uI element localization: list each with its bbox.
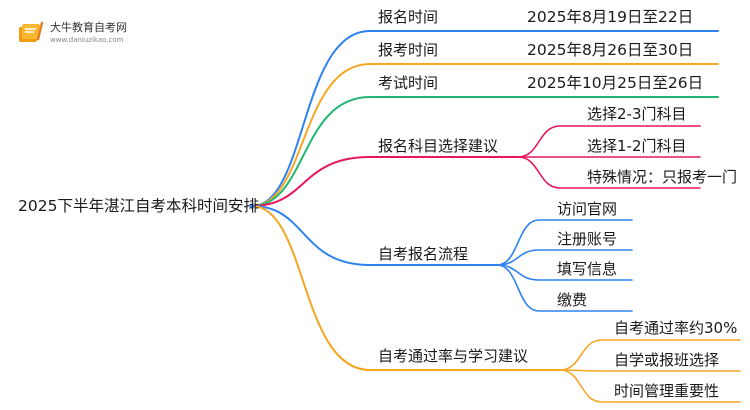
branch-connector-5	[251, 205, 498, 266]
registration-time-value: 2025年8月19日至22日	[527, 8, 694, 26]
branch-registration-time[interactable]: 报名时间	[378, 8, 439, 26]
sub-connector-5-4	[496, 264, 633, 312]
sub-connector-6-2	[559, 369, 741, 372]
sub-connector-5-1	[496, 219, 633, 266]
branch-connector-1	[251, 30, 719, 207]
sub-connector-4-1	[517, 125, 701, 158]
pass-rate-item-2[interactable]: 自学或报班选择	[614, 351, 720, 369]
branch-connector-6	[251, 205, 561, 371]
process-step-3[interactable]: 填写信息	[557, 260, 618, 278]
application-time-value: 2025年8月26日至30日	[527, 41, 694, 59]
subject-advice-item-1[interactable]: 选择2-3门科目	[587, 105, 687, 123]
root-topic[interactable]: 2025下半年湛江自考本科时间安排	[18, 197, 259, 215]
pass-rate-item-1[interactable]: 自考通过率约30%	[614, 319, 738, 337]
sub-connector-6-3	[559, 369, 741, 403]
process-step-2[interactable]: 注册账号	[557, 230, 618, 248]
sub-connector-4-3	[517, 156, 701, 189]
brand-url: www.daniuzikao.com	[50, 36, 124, 44]
branch-connector-2	[251, 63, 719, 207]
branch-connector-3	[251, 96, 719, 207]
root-anchor-dot	[249, 203, 255, 209]
book-pencil-icon	[16, 19, 44, 47]
process-step-1[interactable]: 访问官网	[557, 200, 618, 218]
process-step-4[interactable]: 缴费	[557, 291, 588, 309]
brand-name: 大牛教育自考网	[50, 21, 127, 34]
exam-time-value: 2025年10月25日至26日	[527, 74, 704, 92]
branch-exam-time[interactable]: 考试时间	[378, 74, 439, 92]
branch-subject-advice[interactable]: 报名科目选择建议	[378, 137, 499, 155]
subject-advice-item-2[interactable]: 选择1-2门科目	[587, 137, 687, 155]
sub-connector-5-2	[496, 249, 633, 266]
branch-application-time[interactable]: 报考时间	[378, 41, 439, 59]
branch-registration-process[interactable]: 自考报名流程	[378, 245, 469, 263]
subject-advice-item-3[interactable]: 特殊情况：只报考一门	[587, 168, 738, 186]
branch-pass-rate-advice[interactable]: 自考通过率与学习建议	[378, 347, 529, 365]
branch-connector-4	[251, 156, 519, 207]
brand-logo[interactable]: 大牛教育自考网 www.daniuzikao.com	[16, 16, 127, 50]
sub-connector-6-1	[559, 339, 741, 371]
pass-rate-item-3[interactable]: 时间管理重要性	[614, 382, 720, 400]
